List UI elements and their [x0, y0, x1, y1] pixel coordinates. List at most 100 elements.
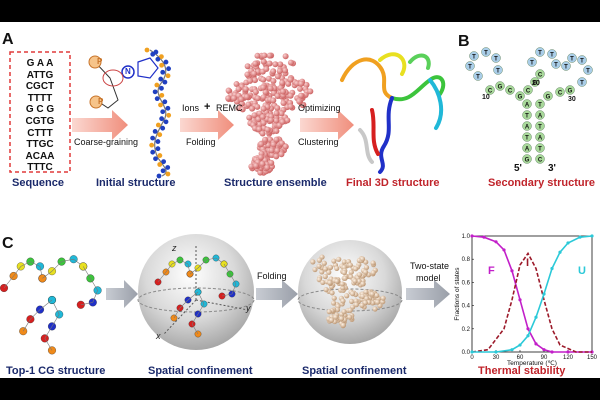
- folded-bead: [331, 295, 337, 301]
- ensemble-bead: [245, 101, 252, 108]
- chain-bead: [160, 109, 166, 115]
- chain-bead: [150, 135, 156, 141]
- caption-final-3d-structure: Final 3D structure: [346, 177, 440, 189]
- folded-bead: [323, 287, 329, 293]
- cg-bond: [205, 257, 217, 261]
- nucleotide-bead: [547, 49, 557, 59]
- ensemble-bead: [266, 60, 273, 67]
- nucleotide-letter: T: [554, 63, 558, 69]
- position-10: 10: [482, 94, 490, 101]
- ensemble-bead: [270, 68, 277, 75]
- ensemble-bead: [239, 106, 246, 113]
- nucleotide-letter: T: [580, 59, 584, 65]
- data-point: [566, 350, 570, 354]
- nucleotide-letter: T: [525, 136, 529, 142]
- nucleotide-letter: T: [472, 55, 476, 61]
- ions-label: Ions: [182, 103, 200, 113]
- ensemble-bead: [274, 147, 281, 154]
- folded-bead: [353, 302, 359, 308]
- nucleotide-letter: A: [525, 125, 530, 131]
- folded-bead: [320, 279, 326, 286]
- folded-bead: [339, 281, 345, 287]
- nucleotide-bead: [493, 65, 503, 75]
- ensemble-bead: [270, 97, 277, 104]
- nucleotide-bead: [535, 143, 545, 153]
- cg-bond: [223, 263, 231, 275]
- chain-bead: [158, 102, 163, 108]
- cg-bond: [165, 263, 173, 273]
- folded-bead: [347, 262, 353, 268]
- ensemble-bead: [287, 59, 294, 66]
- folded-bead: [316, 277, 322, 283]
- nucleotide-letter: G: [533, 81, 538, 87]
- ensemble-bead: [243, 93, 250, 100]
- chain-bead: [166, 66, 171, 72]
- nucleotide-letter: T: [494, 57, 498, 63]
- nucleotide-bead: [469, 51, 479, 61]
- cg-bond: [229, 273, 237, 285]
- chain-bead: [159, 92, 165, 98]
- folded-bead: [340, 285, 346, 291]
- folding-label-c: Folding: [257, 271, 287, 281]
- optimizing-arrow: [300, 110, 354, 140]
- ensemble-bead: [254, 95, 261, 102]
- folded-bead: [340, 322, 346, 328]
- folded-bead: [319, 269, 325, 275]
- ensemble-bead: [273, 136, 280, 143]
- nucleotide-bead: [583, 65, 593, 75]
- folded-bead: [374, 299, 381, 305]
- data-point: [542, 348, 546, 352]
- caption-spatial-confinement-1: Spatial confinement: [148, 365, 253, 377]
- folding-label-a: Folding: [186, 137, 216, 147]
- chain-bead: [154, 82, 160, 88]
- ensemble-bead: [307, 88, 314, 95]
- cg-bond: [3, 275, 14, 289]
- nucleotide-bead: [535, 121, 545, 131]
- chart-frame: [471, 235, 593, 353]
- nucleotide-bead: [522, 121, 532, 131]
- ensemble-bead: [247, 77, 254, 84]
- sequence-box: [9, 51, 71, 173]
- ensemble-bead: [279, 79, 286, 86]
- nitrogen-label: N: [125, 67, 131, 76]
- ensemble-bead: [259, 113, 266, 120]
- ensemble-bead: [261, 52, 268, 59]
- ensemble-bead: [270, 78, 277, 85]
- folded-tan-structure: [310, 254, 386, 329]
- two-state-label: Two-state: [410, 261, 450, 271]
- folded-bead: [364, 295, 370, 302]
- folded-bead: [363, 289, 369, 295]
- final-3d-structure-illustration: [340, 52, 446, 174]
- chain-bead: [160, 69, 166, 75]
- data-point: [502, 248, 506, 252]
- folded-bead: [316, 263, 322, 269]
- cg-bond: [231, 283, 237, 295]
- chain-bead: [157, 153, 163, 158]
- ensemble-bead: [298, 92, 305, 99]
- cg-bond: [221, 293, 233, 297]
- sequence-line: TTTC: [27, 162, 53, 174]
- x-tick-label: 60: [517, 355, 524, 361]
- ensemble-bead: [268, 159, 275, 166]
- chain-bead: [160, 125, 166, 131]
- chain-bead: [155, 56, 161, 62]
- x-tick-label: 120: [563, 355, 574, 361]
- phosphate-bead-top: [88, 55, 102, 69]
- caption-thermal-stability: Thermal stability: [478, 365, 566, 377]
- nucleotide-letter: A: [538, 136, 543, 142]
- initial-structure-illustration: [88, 47, 172, 179]
- ensemble-bead: [244, 71, 251, 78]
- folded-bead: [350, 291, 356, 297]
- ensemble-bead: [230, 95, 237, 102]
- phosphate-label-bottom: P: [98, 97, 104, 106]
- folded-bead: [359, 302, 365, 308]
- model-label: model: [416, 273, 441, 283]
- ensemble-bead: [257, 154, 264, 161]
- folded-bead: [329, 290, 335, 296]
- nucleotide-letter: G: [546, 95, 551, 101]
- chain-bead: [162, 99, 168, 105]
- ensemble-bead: [238, 96, 245, 103]
- confined-cg-structure: [154, 254, 240, 338]
- ensemble-bead: [225, 87, 232, 94]
